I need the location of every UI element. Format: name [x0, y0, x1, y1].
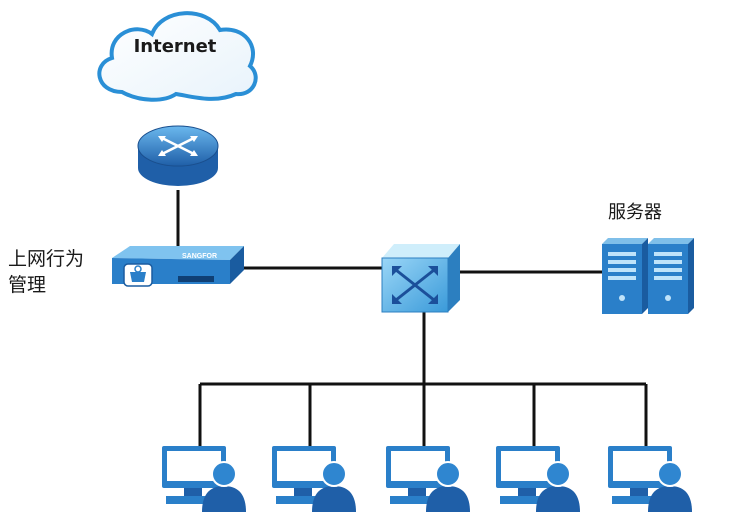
cloud-icon [97, 11, 258, 102]
user-computer-icon [386, 446, 470, 512]
user-computer-icon [272, 446, 356, 512]
user-computer-icon [162, 446, 246, 512]
client-group [162, 446, 692, 512]
device-brand-text: SANGFOR [182, 253, 217, 260]
server-label: 服务器 [608, 202, 662, 223]
behavior-management-label: 上网行为管理 [8, 248, 85, 296]
router-icon [137, 125, 219, 186]
behavior-management-device-icon: SANGFOR [112, 246, 244, 287]
server-icon [602, 238, 694, 314]
internet-label: Internet [133, 36, 217, 57]
connection-lines [176, 190, 648, 448]
switch-icon [381, 244, 460, 313]
user-computer-icon [496, 446, 580, 512]
user-computer-icon [608, 446, 692, 512]
